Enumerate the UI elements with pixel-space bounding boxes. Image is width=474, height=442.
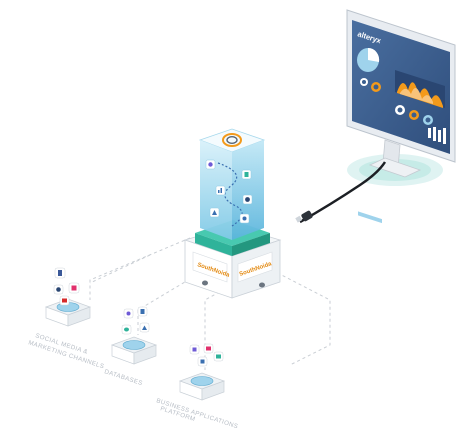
database-icons xyxy=(121,306,150,335)
tower-icon-tiles xyxy=(205,159,253,224)
connector-right xyxy=(271,269,331,366)
area-chart-icon xyxy=(395,70,445,108)
data-flow-path xyxy=(217,162,243,227)
source-business-apps: BUSINESS APPLICATIONS PLATFORM xyxy=(155,343,239,430)
port-left xyxy=(202,280,208,286)
monitor: alteryx xyxy=(346,9,456,229)
source-databases-label: DATABASES xyxy=(103,368,143,387)
business-icons xyxy=(189,343,224,367)
pie-chart-icon xyxy=(357,47,380,72)
source-social-media: SOCIAL MEDIA & MARKETING CHANNELS xyxy=(27,267,105,370)
data-tower xyxy=(198,128,266,240)
cable-plug xyxy=(295,210,313,223)
gauge-icons xyxy=(395,105,433,125)
social-icons xyxy=(53,267,80,306)
source-databases: DATABASES xyxy=(103,306,158,387)
bar-strip xyxy=(358,211,382,224)
port-right xyxy=(259,282,265,288)
connector-social-2 xyxy=(89,254,151,284)
monitor-stand xyxy=(368,139,422,178)
tower-logo-icon xyxy=(222,133,242,147)
connector-social xyxy=(89,237,191,300)
data-cable xyxy=(299,161,387,224)
bar-chart-icon xyxy=(428,127,446,144)
